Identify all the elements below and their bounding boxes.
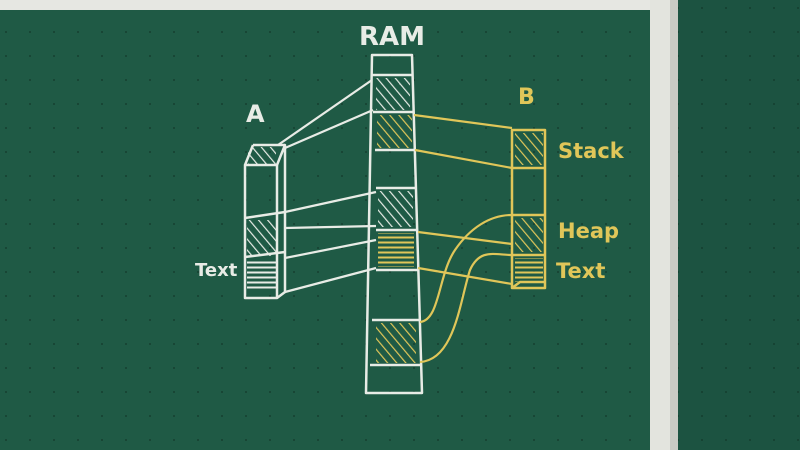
ram-a-text-block bbox=[378, 233, 414, 267]
process-b-stack-segment bbox=[515, 133, 543, 165]
ram-memory bbox=[364, 53, 424, 395]
process-b-column bbox=[510, 128, 547, 290]
ram-a-heap-block bbox=[378, 191, 413, 227]
board-top-frame bbox=[0, 0, 800, 10]
process-a-stack-segment bbox=[248, 147, 276, 165]
board-divider-shadow bbox=[670, 0, 678, 450]
process-a-side bbox=[275, 143, 287, 299]
process-b-text-label: Text bbox=[556, 259, 605, 283]
ram-column bbox=[364, 53, 424, 395]
process-b-memory bbox=[510, 128, 547, 290]
process-b-heap-label: Heap bbox=[558, 219, 619, 243]
ram-label: RAM bbox=[359, 22, 425, 52]
process-b-text-segment bbox=[515, 258, 543, 282]
process-a-heap-segment bbox=[247, 220, 277, 256]
process-a-text-label: Text bbox=[195, 260, 238, 281]
ram-b-stack-block bbox=[377, 115, 412, 148]
process-b-mappings bbox=[413, 113, 513, 364]
process-a-label: A bbox=[246, 100, 265, 128]
process-b-label: B bbox=[518, 85, 535, 110]
board-dot-grid bbox=[0, 0, 650, 450]
process-b-heap-segment bbox=[515, 218, 543, 252]
board-right-dots bbox=[678, 0, 800, 450]
process-b-stack-label: Stack bbox=[558, 139, 625, 163]
ram-a-stack-block bbox=[376, 78, 410, 110]
process-a-mappings bbox=[277, 79, 377, 294]
ram-b-heap-block bbox=[376, 323, 416, 363]
process-a-text-segment bbox=[247, 260, 277, 290]
